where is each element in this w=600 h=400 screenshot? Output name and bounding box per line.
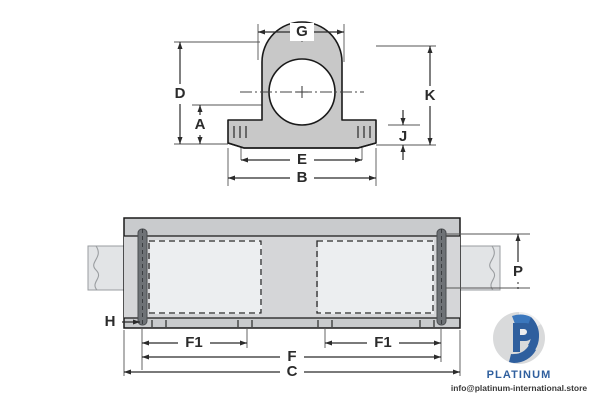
dimension-F: F	[141, 348, 442, 366]
plan-view-group: P H F1 F1 F	[87, 217, 530, 381]
watermark-logo: PLATINUM info@platinum-international.sto…	[451, 311, 588, 393]
dimension-P: P	[513, 233, 523, 290]
dimension-label-F: F	[287, 348, 296, 365]
plan-inner-panel-right	[318, 240, 434, 314]
plan-slot-marks	[151, 320, 435, 327]
bolt-left	[137, 228, 148, 326]
dimension-G: G	[257, 23, 345, 41]
dimension-B: B	[227, 169, 377, 187]
dimension-label-B: B	[297, 169, 308, 186]
dimension-label-G: G	[296, 23, 308, 40]
dimension-C: C	[123, 363, 461, 381]
dimension-label-P: P	[513, 263, 523, 280]
front-view-group: G D A K	[170, 21, 440, 187]
plan-inner-panel-left	[150, 240, 262, 314]
dimension-label-E: E	[297, 151, 307, 168]
dimension-K: K	[420, 45, 440, 146]
dimension-label-H: H	[105, 313, 116, 330]
hidden-edges	[148, 240, 434, 314]
dimension-label-C: C	[287, 363, 298, 380]
dimension-E: E	[240, 151, 363, 169]
bolt-right	[436, 228, 447, 326]
housing-profile	[227, 21, 377, 149]
dimension-H: H	[105, 313, 141, 330]
dimension-label-D: D	[175, 85, 186, 102]
platinum-logo-mark	[509, 314, 540, 364]
dimension-D: D	[170, 41, 190, 145]
dimension-F1-left: F1	[141, 334, 248, 352]
dimension-label-J: J	[399, 128, 407, 145]
dimension-label-K: K	[425, 87, 436, 104]
dimension-label-F1-right: F1	[374, 334, 392, 351]
watermark-brand: PLATINUM	[487, 369, 552, 381]
dimension-label-A: A	[195, 116, 206, 133]
watermark-email: info@platinum-international.store	[451, 383, 588, 393]
dimension-F1-right: F1	[324, 334, 442, 352]
dimension-A: A	[190, 104, 210, 145]
center-cross	[296, 86, 308, 98]
plan-extension-lines	[123, 233, 530, 376]
dimension-J: J	[399, 110, 407, 160]
dimension-label-F1-left: F1	[185, 334, 203, 351]
base-slot-marks	[233, 126, 371, 138]
